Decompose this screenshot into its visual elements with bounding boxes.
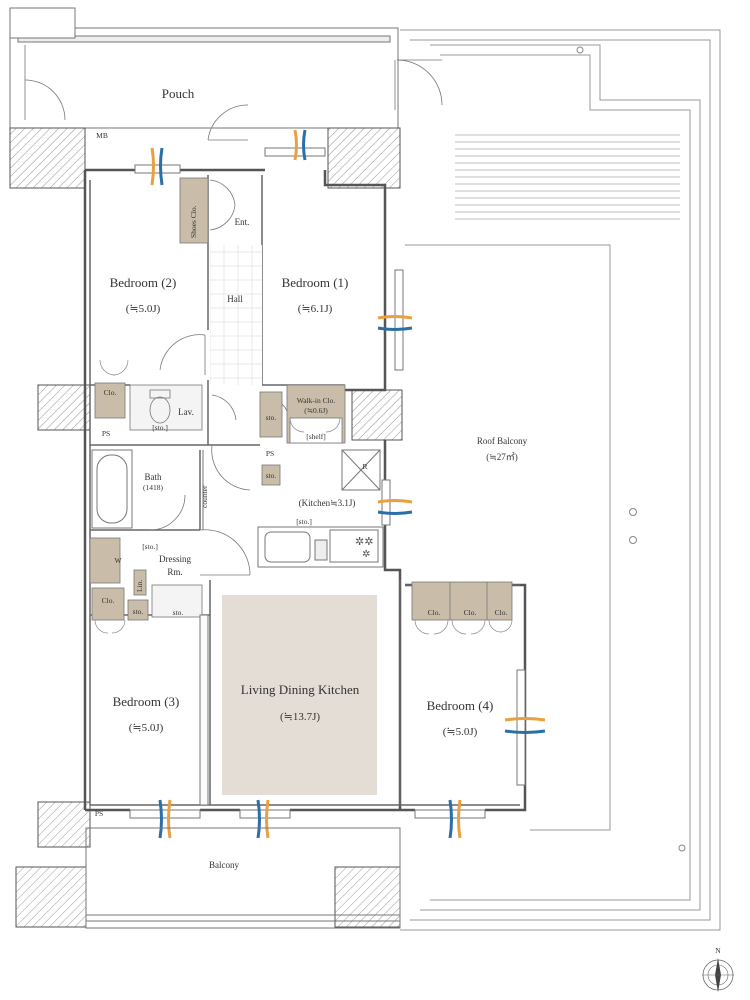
ldk-name: Living Dining Kitchen (241, 682, 360, 697)
counter-label: counter (200, 485, 209, 508)
deck-slats (455, 134, 680, 220)
clo-label: Clo. (495, 608, 508, 617)
lav-storage-label: [sto.] (152, 423, 168, 432)
clo-label: Clo. (428, 608, 441, 617)
clo-label: Clo. (464, 608, 477, 617)
roof-balcony-name: Roof Balcony (477, 436, 528, 446)
balcony-outline (85, 827, 401, 929)
bedroom2-area: (≒5.0J) (126, 303, 161, 315)
drain-icon (678, 844, 686, 852)
dressing-room-name: Dressing (159, 554, 191, 564)
pouch-outline (9, 7, 399, 129)
shoes-closet-label: Shoes Clo. (189, 205, 198, 238)
closet-doors (94, 359, 513, 635)
bedroom4-area: (≒5.0J) (443, 726, 478, 738)
stove-icon: ✲ (362, 549, 370, 560)
entry-fixtures (149, 104, 291, 576)
roof-balcony-outline (400, 29, 721, 931)
ldk-floor (222, 595, 377, 795)
kitchen-counter (202, 449, 384, 568)
pouch-label: Pouch (162, 86, 195, 101)
drain-icon (629, 536, 637, 544)
compass-icon (702, 958, 734, 992)
walkin-closet-area: (≒0.6J) (304, 406, 328, 415)
dressing-room-name2: Rm. (167, 567, 182, 577)
mb-label: MB (96, 131, 108, 140)
balcony-label: Balcony (209, 860, 239, 870)
bathtub (91, 449, 133, 529)
bedroom3-sto-label: sto. (133, 607, 144, 616)
lav-label: Lav. (178, 407, 194, 417)
bath-name: Bath (145, 472, 162, 482)
entrance-label: Ent. (235, 217, 250, 227)
washer-label: W (114, 556, 122, 565)
linen-label: Lin. (135, 580, 144, 592)
north-label: N (715, 946, 721, 955)
hall-storage-label: sto. (266, 413, 277, 422)
structural-walls (9, 127, 403, 928)
drain-icon (576, 46, 584, 54)
hall-floor (210, 245, 262, 385)
bedroom2-name: Bedroom (2) (110, 275, 177, 290)
bedroom4-name: Bedroom (4) (427, 698, 494, 713)
bath-size: (1418) (143, 483, 163, 492)
toilet (149, 389, 171, 424)
kitchen-sto-label: [sto.] (296, 517, 312, 526)
kitchen-label: (Kitchen≒3.1J) (299, 498, 356, 508)
bedroom3-name: Bedroom (3) (113, 694, 180, 709)
ps-label: PS (102, 429, 110, 438)
hall-label: Hall (227, 294, 243, 304)
dressing-sto-label: sto. (173, 608, 184, 617)
ventilation-arrows (150, 129, 546, 839)
bedroom1-name: Bedroom (1) (282, 275, 349, 290)
bedroom3-area: (≒5.0J) (129, 722, 164, 734)
closets (89, 382, 513, 621)
bedroom1-area: (≒6.1J) (298, 303, 333, 315)
kitchen-storage-label: sto. (266, 471, 277, 480)
stove-icon: ✲✲ (355, 536, 373, 548)
ldk-area: (≒13.7J) (280, 711, 320, 723)
clo-label: Clo. (102, 596, 115, 605)
walkin-shelf-label: [shelf] (306, 432, 326, 441)
dressing-storage-label: [sto.] (142, 542, 158, 551)
pouch-gate-door (24, 45, 443, 121)
refrigerator-label: R (362, 462, 367, 471)
drain-icon (629, 508, 637, 516)
ps-label: PS (266, 449, 274, 458)
clo-label: Clo. (104, 388, 117, 397)
roof-balcony-area: (≒27㎡) (486, 452, 518, 462)
ps-label: PS (95, 809, 103, 818)
walkin-closet-name: Walk-in Clo. (297, 396, 336, 405)
